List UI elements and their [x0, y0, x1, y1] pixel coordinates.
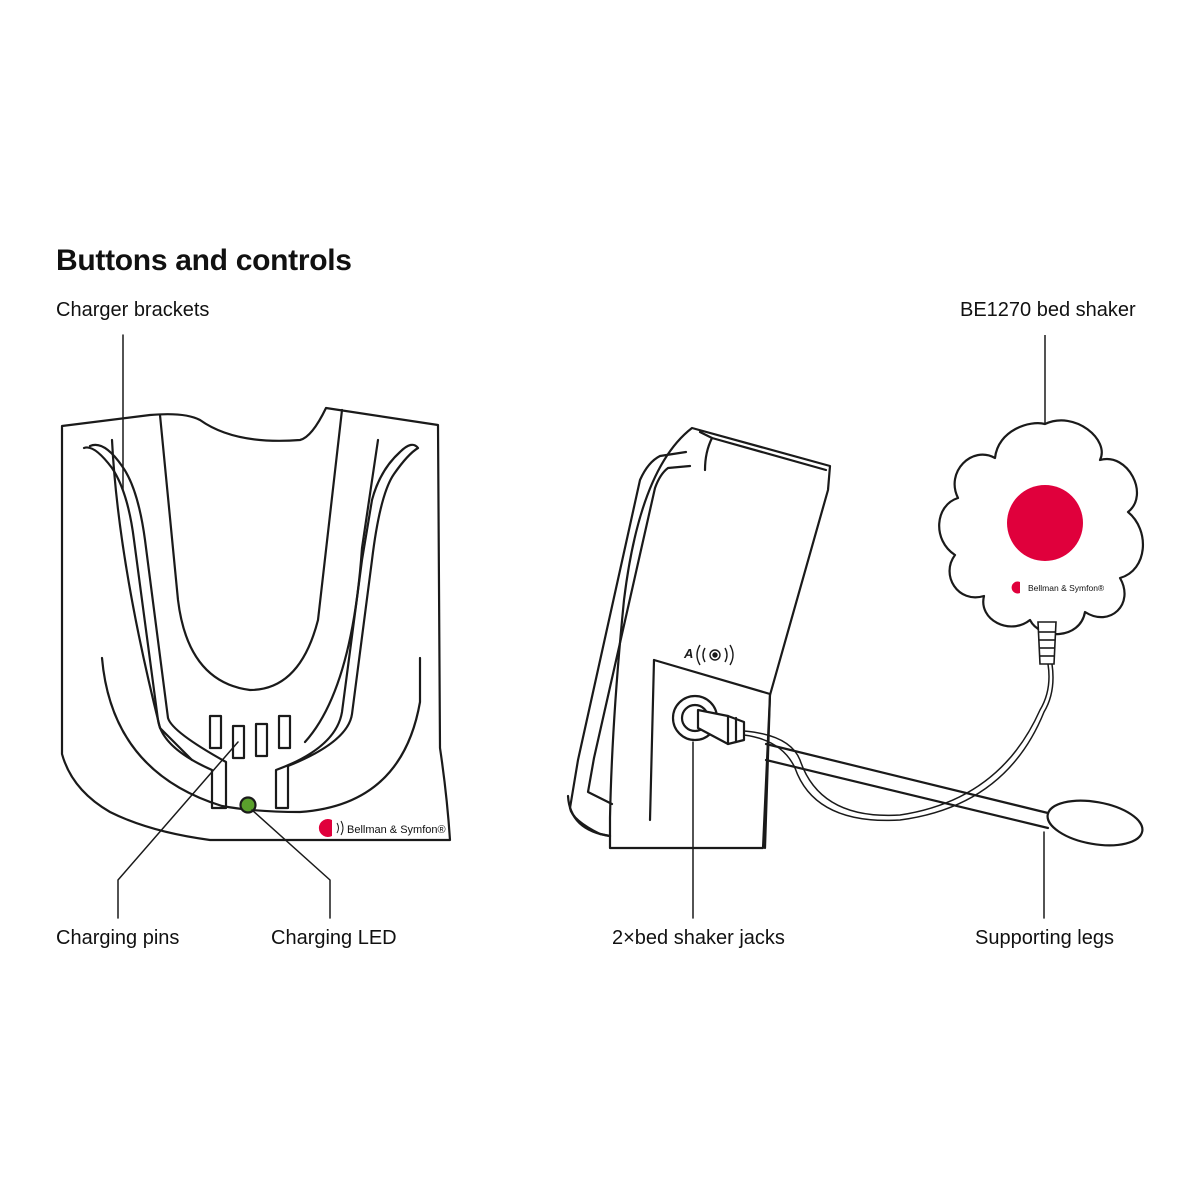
- bellman-logo-icon: [1011, 581, 1020, 594]
- jack-panel: [652, 658, 772, 850]
- supporting-leg: [764, 742, 1054, 830]
- bellman-logo-icon: [318, 819, 332, 837]
- charger-illustration: [60, 334, 452, 919]
- unit-stand: [568, 450, 688, 838]
- jack-plug-ribs: [726, 714, 738, 746]
- bed-shaker-strain-relief: [1037, 621, 1057, 665]
- unit-stand-inner: [586, 464, 692, 806]
- label-charger-brackets: Charger brackets: [56, 299, 210, 321]
- vibration-icon: [696, 644, 734, 666]
- bed-shaker-illustration: Bellman & Symfon®: [938, 335, 1144, 665]
- leader-charging-led: [251, 809, 331, 919]
- bed-shaker-button: [1007, 485, 1083, 561]
- unit-body: [608, 426, 832, 850]
- charging-pin-1: [208, 714, 223, 750]
- charger-bowl: [158, 408, 344, 692]
- charging-pin-2: [231, 724, 246, 760]
- jack-label-group: A: [683, 644, 734, 666]
- charging-pin-3: [254, 722, 269, 758]
- charging-led: [239, 796, 257, 814]
- charger-logo: Bellman & Symfon®: [318, 819, 446, 837]
- charger-base: [100, 656, 422, 814]
- label-supporting-legs: Supporting legs: [975, 927, 1114, 949]
- jack-cable-2: [743, 663, 1054, 822]
- jack-label: A: [683, 646, 693, 661]
- supporting-leg-foot: [1046, 799, 1144, 847]
- charger-guide-left: [110, 438, 194, 762]
- charging-pin-4: [277, 714, 292, 750]
- unit-base-curve: [566, 794, 612, 838]
- jack-cable: [743, 663, 1050, 817]
- label-charging-led: Charging LED: [271, 927, 397, 949]
- label-bed-shaker: BE1270 bed shaker: [960, 299, 1136, 321]
- label-bed-shaker-jacks: 2×bed shaker jacks: [612, 927, 785, 949]
- leader-charging-pins: [117, 741, 239, 919]
- jack-panel-left: [648, 658, 656, 822]
- shaker-brand-text: Bellman & Symfon®: [1028, 583, 1105, 593]
- unit-top-edge: [703, 436, 714, 472]
- vibration-icon: [336, 820, 344, 836]
- charger-brand-text: Bellman & Symfon®: [347, 824, 446, 836]
- charger-bracket-right: [274, 443, 420, 810]
- alarm-unit-illustration: [566, 426, 1144, 919]
- label-charging-pins: Charging pins: [56, 927, 180, 949]
- page-title: Buttons and controls: [56, 244, 352, 277]
- charger-body: [60, 406, 452, 842]
